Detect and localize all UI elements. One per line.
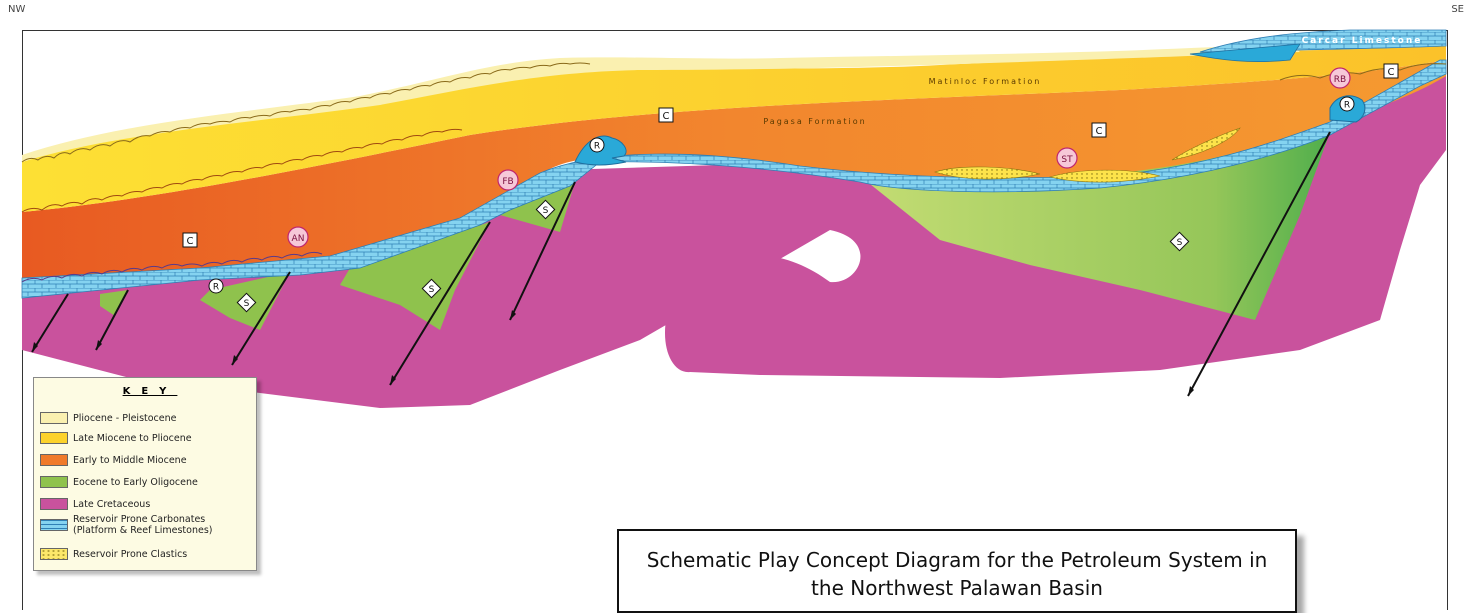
legend-label: Eocene to Early Oligocene — [73, 476, 198, 488]
clastic-lens — [1171, 127, 1241, 161]
fault-arrow — [510, 310, 516, 320]
play-label-st: ST — [1061, 155, 1073, 165]
legend-item: Late Cretaceous — [40, 498, 150, 510]
fault-line — [1187, 131, 1331, 397]
fault-line — [389, 221, 491, 386]
source-label: S — [1177, 238, 1183, 248]
legend-label: Late Cretaceous — [73, 498, 151, 510]
legend-swatch — [40, 498, 68, 510]
legend-item: Reservoir Prone Clastics — [40, 548, 187, 560]
early-middle-miocene-layer — [22, 60, 1446, 280]
pliocene-pleistocene-layer — [22, 44, 1300, 162]
legend-swatch — [40, 412, 68, 424]
fault-line — [231, 271, 291, 366]
cap-marker: C — [182, 232, 198, 248]
late-miocene-pliocene-layer — [22, 46, 1446, 212]
cross-section: Matinloc Formation Pagasa Formation Carc… — [21, 29, 1447, 408]
fault-line — [95, 289, 129, 351]
unconformity-line — [21, 62, 591, 163]
fault-arrow — [96, 340, 102, 350]
reservoir-label: R — [1344, 101, 1350, 111]
legend-item: Reservoir Prone Carbonates (Platform & R… — [40, 514, 223, 536]
diagram-title: Schematic Play Concept Diagram for the P… — [646, 548, 1268, 600]
source-label: S — [429, 285, 435, 295]
legend-swatch — [40, 548, 68, 560]
legend-swatch — [40, 432, 68, 444]
fault-arrow — [1188, 386, 1194, 396]
reservoir-marker: R — [589, 137, 605, 153]
legend-item: Early to Middle Miocene — [40, 454, 187, 466]
eocene-wedge — [100, 290, 128, 316]
fault-line — [31, 293, 69, 353]
play-label-an: AN — [292, 234, 305, 244]
play-marker-fb: FB — [497, 169, 519, 191]
play-marker-an: AN — [287, 226, 309, 248]
pagasa-formation-label: Pagasa Formation — [763, 117, 866, 126]
reservoir-label: R — [213, 283, 219, 293]
source-label: S — [244, 299, 250, 309]
fault-line — [509, 181, 576, 321]
cap-marker: C — [1091, 122, 1107, 138]
fault-arrow — [390, 375, 396, 385]
cap-label: C — [1096, 126, 1103, 137]
reservoir-label: R — [594, 142, 600, 152]
cap-label: C — [1388, 67, 1395, 78]
matinloc-formation-label: Matinloc Formation — [929, 77, 1042, 86]
legend-swatch — [40, 519, 68, 531]
carcar-limestone-label: Carcar Limestone — [1302, 36, 1423, 46]
fault-arrows — [32, 310, 1194, 396]
unconformity-line — [1279, 63, 1447, 81]
reservoir-marker: R — [208, 278, 224, 294]
cap-marker: C — [658, 107, 674, 123]
fault-arrow — [32, 342, 38, 352]
cap-label: C — [663, 111, 670, 122]
source-marker: S — [535, 199, 556, 220]
source-marker: S — [421, 278, 442, 299]
carbonate-platform — [21, 59, 1447, 299]
se-direction-label: SE — [1451, 4, 1464, 15]
cap-marker: C — [1383, 63, 1399, 79]
legend-item: Late Miocene to Pliocene — [40, 432, 192, 444]
play-label-rb: RB — [1334, 75, 1346, 85]
play-marker-rb: RB — [1329, 67, 1351, 89]
late-cretaceous-layer — [22, 70, 1446, 408]
legend-label: Late Miocene to Pliocene — [73, 432, 192, 444]
reservoir-marker: R — [1339, 96, 1355, 112]
legend-key: KEY Pliocene - Pleistocene Late Miocene … — [33, 377, 257, 571]
fault-lines — [31, 131, 1331, 397]
legend-label: Reservoir Prone Carbonates (Platform & R… — [73, 514, 213, 536]
eocene-wedge — [340, 222, 490, 330]
legend-label: Early to Middle Miocene — [73, 454, 187, 466]
play-marker-st: ST — [1056, 147, 1078, 169]
nw-direction-label: NW — [8, 4, 26, 15]
legend-item: Eocene to Early Oligocene — [40, 476, 198, 488]
legend-label: Reservoir Prone Clastics — [73, 548, 188, 560]
play-label-fb: FB — [502, 177, 513, 187]
carcar-limestone — [1189, 43, 1301, 63]
clastic-lens — [934, 166, 1041, 180]
legend-label: Pliocene - Pleistocene — [73, 412, 177, 424]
cap-label: C — [187, 236, 194, 247]
legend-item: Pliocene - Pleistocene — [40, 412, 177, 424]
unconformity-line — [21, 128, 463, 213]
legend-swatch — [40, 454, 68, 466]
legend-title: KEY — [122, 386, 178, 397]
source-label: S — [543, 206, 549, 216]
source-marker: S — [236, 292, 257, 313]
clastic-lens — [1048, 169, 1161, 183]
legend-swatch — [40, 476, 68, 488]
unconformity-line — [21, 251, 323, 283]
diagram-title-box: Schematic Play Concept Diagram for the P… — [617, 529, 1297, 613]
source-marker: S — [1169, 231, 1190, 252]
fault-arrow — [232, 355, 238, 365]
